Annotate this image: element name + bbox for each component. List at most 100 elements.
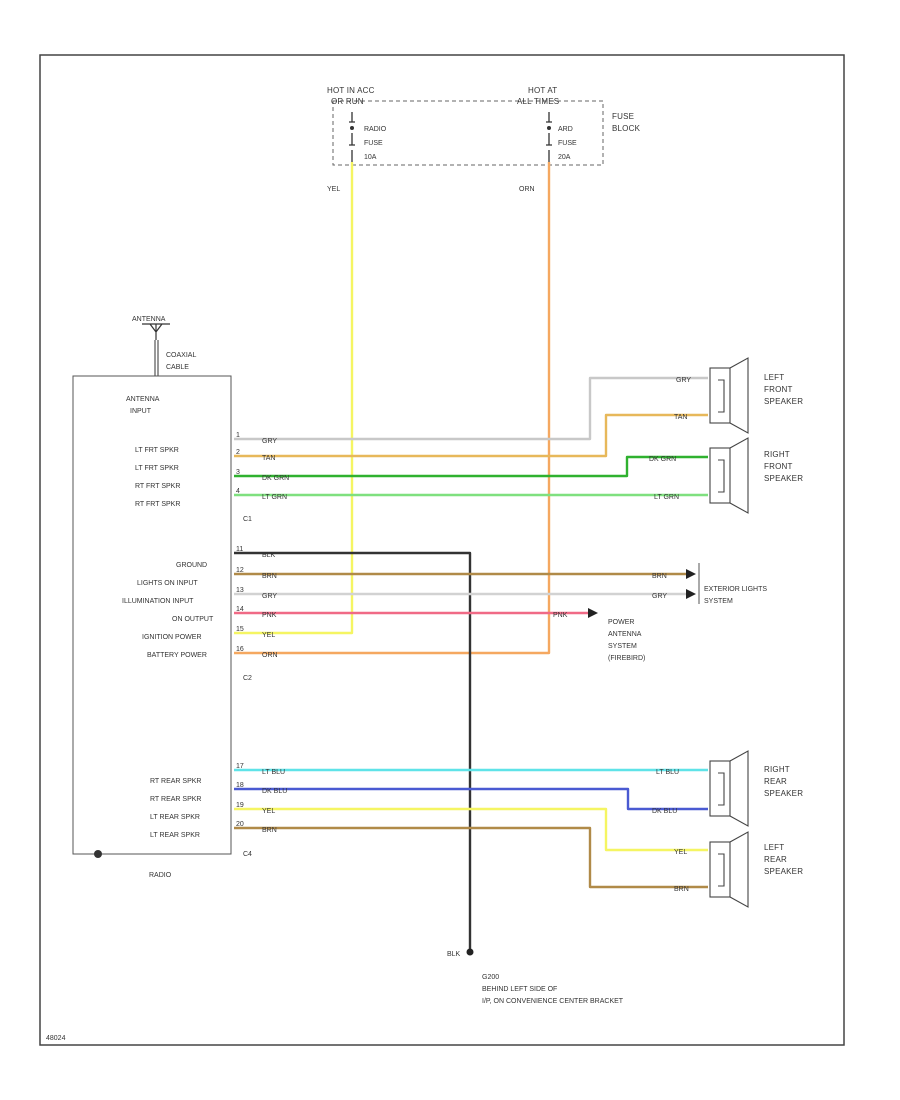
- hot-all-label: HOT AT: [528, 86, 557, 95]
- pin-15: 15: [236, 626, 244, 633]
- wlabel-blk-ground: BLK: [447, 951, 461, 958]
- fuse-block-outline: [332, 100, 604, 166]
- wlabel-c4-2: DK BLU: [262, 788, 287, 795]
- wlabel-c1-1: GRY: [262, 438, 277, 445]
- speaker-right-rear: RIGHT REAR SPEAKER: [709, 750, 803, 827]
- wlabel-c2-4: PNK: [262, 612, 277, 619]
- wlabel-brn-spk: BRN: [674, 886, 689, 893]
- speaker-rf-coil: [718, 459, 725, 493]
- pin-label-rt-rear-1: RT REAR SPKR: [150, 778, 201, 785]
- speaker-lr-label: LEFT: [764, 843, 784, 852]
- wire-label-orn-top: ORN: [519, 186, 535, 193]
- speaker-rf-cone: [729, 437, 749, 514]
- wire-yel-ignition: [234, 162, 354, 635]
- pin-18: 18: [236, 782, 244, 789]
- ground-terminal: [466, 948, 474, 956]
- wlabel-c2-1: BLK: [262, 552, 276, 559]
- pin-11: 11: [236, 546, 243, 553]
- coaxial-label-2: CABLE: [166, 364, 189, 371]
- wlabel-ltgrn-spk: LT GRN: [654, 494, 679, 501]
- speaker-lr-box: [709, 841, 731, 898]
- wlabel-gry-ext: GRY: [652, 593, 667, 600]
- radio-box: [72, 375, 232, 855]
- pin-label-battery: BATTERY POWER: [147, 652, 207, 659]
- connector-c4: C4: [243, 851, 252, 858]
- antenna-icon: [142, 323, 170, 340]
- pin-19: 19: [236, 802, 244, 809]
- pin-label-lt-frt-1: LT FRT SPKR: [135, 447, 179, 454]
- speaker-lr-label-2: REAR: [764, 855, 787, 864]
- speaker-lf-coil: [718, 379, 725, 413]
- antenna-input-label: ANTENNA: [126, 396, 160, 403]
- ground-id: G200: [482, 974, 499, 981]
- wire-label-yel-top: YEL: [327, 186, 340, 193]
- wire-labels-far: GRY TAN DK GRN LT GRN BRN GRY PNK LT BLU…: [447, 377, 691, 958]
- fuse-block: HOT IN ACC OR RUN HOT AT ALL TIMES FUSE …: [327, 86, 641, 166]
- pin-label-lt-frt-2: LT FRT SPKR: [135, 465, 179, 472]
- wire-tan-lf-spk: [234, 413, 708, 458]
- antenna-label: ANTENNA: [132, 316, 166, 323]
- antenna-input-label-2: INPUT: [130, 408, 152, 415]
- radio-unit: RADIO ANTENNA INPUT LT FRT SPKR LT FRT S…: [72, 375, 252, 879]
- wlabel-yel-spk: YEL: [674, 849, 687, 856]
- wlabel-c2-5: YEL: [262, 632, 275, 639]
- pin-4: 4: [236, 488, 240, 495]
- arrow-brn-ext: [686, 569, 696, 579]
- ard-fuse-label: ARD: [558, 126, 573, 133]
- diagram-frame: [39, 54, 845, 1046]
- wire-yel-lr-spk: [234, 807, 708, 852]
- speaker-rr-label-3: SPEAKER: [764, 789, 803, 798]
- wire-orn-battery: [234, 162, 551, 655]
- wlabel-tan-spk: TAN: [674, 414, 687, 421]
- fuse-block-label: FUSE: [612, 112, 634, 121]
- wlabel-c1-3: DK GRN: [262, 475, 289, 482]
- footer-code: 48024: [46, 1035, 66, 1042]
- speaker-left-front: LEFT FRONT SPEAKER: [709, 357, 803, 434]
- speaker-left-rear: LEFT REAR SPEAKER: [709, 831, 803, 908]
- wire-gry-lf-spk: [234, 376, 708, 441]
- pin-label-rt-rear-2: RT REAR SPKR: [150, 796, 201, 803]
- radio-fuse-rating: 10A: [364, 154, 377, 161]
- hot-all-label-2: ALL TIMES: [517, 97, 559, 106]
- speaker-rr-coil: [718, 772, 725, 806]
- wlabel-c4-4: BRN: [262, 827, 277, 834]
- wires: YEL ORN: [234, 162, 708, 956]
- connector-c2: C2: [243, 675, 252, 682]
- wire-labels-radio: GRY TAN DK GRN LT GRN BLK BRN GRY PNK YE…: [262, 438, 289, 834]
- wlabel-ltblu-spk: LT BLU: [656, 769, 679, 776]
- pin-numbers: 1 2 3 4 11 12 13 14 15 16 17 18 19 20: [236, 432, 244, 828]
- speaker-lf-box: [709, 367, 731, 424]
- speaker-lf-cone: [729, 357, 749, 434]
- connector-c1: C1: [243, 516, 252, 523]
- pin-13: 13: [236, 587, 244, 594]
- exterior-lights-label-2: SYSTEM: [704, 598, 733, 605]
- wlabel-brn-ext: BRN: [652, 573, 667, 580]
- ard-fuse-dot: [547, 126, 551, 130]
- antenna: ANTENNA COAXIAL CABLE: [132, 316, 196, 376]
- pin-16: 16: [236, 646, 244, 653]
- wlabel-pnk-ext: PNK: [553, 612, 568, 619]
- radio-fuse-label: RADIO: [364, 126, 387, 133]
- wlabel-dkblu-spk: DK BLU: [652, 808, 677, 815]
- pin-1: 1: [236, 432, 240, 439]
- fuse-block-label-2: BLOCK: [612, 124, 641, 133]
- speaker-right-front: RIGHT FRONT SPEAKER: [709, 437, 803, 514]
- speaker-rf-box: [709, 447, 731, 504]
- ard-fuse-label-2: FUSE: [558, 140, 577, 147]
- pin-3: 3: [236, 469, 240, 476]
- pin-label-rt-frt-2: RT FRT SPKR: [135, 501, 180, 508]
- ground-location: BEHIND LEFT SIDE OF: [482, 986, 557, 993]
- power-antenna-label-2: ANTENNA: [608, 631, 642, 638]
- pin-17: 17: [236, 763, 244, 770]
- pin-label-on-output: ON OUTPUT: [172, 616, 214, 623]
- wire-brn-lr-spk: [234, 826, 708, 889]
- ard-fuse-rating: 20A: [558, 154, 571, 161]
- pin-20: 20: [236, 821, 244, 828]
- pin-14: 14: [236, 606, 244, 613]
- coaxial-label: COAXIAL: [166, 352, 196, 359]
- hot-acc-label: HOT IN ACC: [327, 86, 375, 95]
- radio-name: RADIO: [149, 872, 172, 879]
- power-antenna-label: POWER: [608, 619, 634, 626]
- power-antenna-label-3: SYSTEM: [608, 643, 637, 650]
- pin-label-lt-rear-2: LT REAR SPKR: [150, 832, 200, 839]
